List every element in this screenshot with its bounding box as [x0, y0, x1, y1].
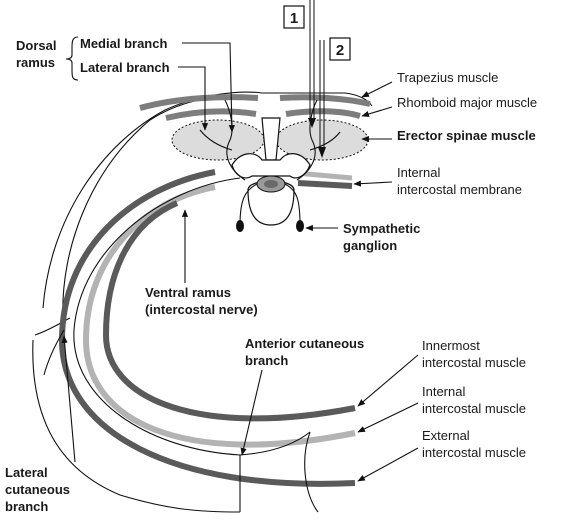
- ventral-ramus-label-line2: (intercostal nerve): [145, 302, 258, 317]
- spinal-cord-core: [264, 180, 278, 188]
- innermost-inner-fragment: [297, 180, 353, 189]
- internal-muscle-leader: [357, 402, 419, 433]
- ventral-ramus: [73, 177, 241, 512]
- trapezius-band-right: [279, 94, 371, 107]
- rhomboid-band-left: [165, 108, 257, 121]
- sympathetic-ganglion-left: [236, 220, 244, 232]
- lateral-branch-label: Lateral branch: [80, 60, 170, 75]
- needle-1-marker: 1: [290, 10, 298, 27]
- anterior-body-edge: [304, 431, 319, 513]
- needle-2-marker: 2: [336, 42, 344, 59]
- internal-muscle-label-line1: Internal: [422, 384, 465, 399]
- anterior-cutaneous-nerve: [239, 431, 311, 456]
- internal-membrane-label-line2: intercostal membrane: [397, 182, 522, 197]
- innermost-leader: [357, 354, 419, 407]
- internal-membrane-label-line1: Internal: [397, 165, 440, 180]
- needle-1-tip: [308, 118, 316, 128]
- trapezius-band: [139, 94, 259, 111]
- dorsal-ramus-label-line2: ramus: [16, 55, 55, 70]
- rhomboid-leader: [361, 106, 393, 117]
- sympathetic-label-line1: Sympathetic: [343, 221, 420, 236]
- dorsal-ramus-label-line1: Dorsal: [16, 38, 56, 53]
- anterior-cutaneous-label-line2: branch: [245, 353, 288, 368]
- dorsal-ramus-right: [296, 99, 318, 181]
- lateral-fold: [34, 317, 71, 336]
- lateral-cutaneous-label-line2: cutaneous: [5, 482, 70, 497]
- innermost-intercostal-band: [102, 200, 356, 422]
- internal-muscle-label-line2: intercostal muscle: [422, 401, 526, 416]
- lateral-cutaneous-leader: [61, 335, 76, 463]
- spinous-process: [261, 117, 281, 161]
- rhomboid-label: Rhomboid major muscle: [397, 95, 537, 110]
- medial-branch-label: Medial branch: [80, 36, 167, 51]
- ventral-ramus-label-line1: Ventral ramus: [145, 285, 231, 300]
- lateral-cutaneous-label-line3: branch: [5, 499, 48, 514]
- erector-spinae-label: Erector spinae muscle: [397, 128, 536, 143]
- dorsal-ramus-left: [224, 99, 246, 181]
- needle-2-marker-box: [329, 37, 351, 61]
- external-intercostal-band: [58, 169, 356, 487]
- needle-2-tip: [318, 147, 326, 158]
- dorsal-ramus-brace: [65, 36, 79, 81]
- lateral-cutaneous-label-line1: Lateral: [5, 465, 48, 480]
- dorsal-ramus-right-lateral: [309, 131, 341, 151]
- rhomboid-band-right: [285, 108, 361, 119]
- external-muscle-label-line2: intercostal muscle: [422, 445, 526, 460]
- sympathetic-label-line2: ganglion: [343, 238, 397, 253]
- dorsal-ramus-left-lateral: [199, 129, 233, 151]
- anterior-cutaneous-label-line1: Anterior cutaneous: [245, 336, 364, 351]
- medial-branch-leader: [182, 42, 235, 133]
- sympathetic-ganglion-right: [296, 220, 304, 232]
- vertebral-arch: [231, 153, 311, 179]
- trapezius-leader: [361, 81, 393, 98]
- internal-membrane-leader: [353, 180, 393, 187]
- external-muscle-label-line1: External: [422, 428, 470, 443]
- innermost-label-line1: Innermost: [422, 338, 480, 353]
- innermost-label-line2: intercostal muscle: [422, 355, 526, 370]
- lateral-cutaneous-nerve: [43, 329, 65, 376]
- anterior-cutaneous-leader: [240, 369, 263, 456]
- lateral-branch-leader: [178, 66, 209, 131]
- nerve-root-right: [284, 183, 301, 226]
- nerve-root-left: [239, 183, 258, 226]
- needle-1-marker-box: [283, 5, 305, 29]
- trapezius-label: Trapezius muscle: [397, 70, 498, 85]
- internal-intercostal-band: [82, 184, 356, 448]
- body-outline-lower: [32, 339, 241, 513]
- external-muscle-leader: [357, 447, 419, 482]
